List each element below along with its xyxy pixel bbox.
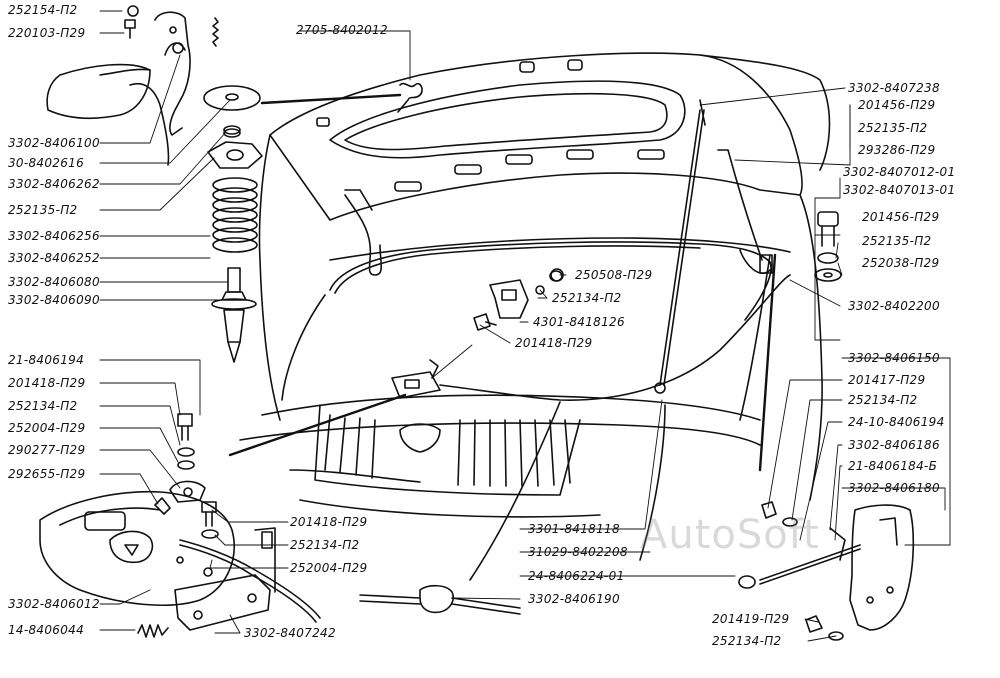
bolt-middle bbox=[473, 313, 497, 331]
part-label: 252134-П2 bbox=[552, 291, 622, 305]
lock-spring bbox=[212, 177, 258, 253]
nut-hex-large bbox=[207, 141, 263, 169]
nut-middle-right bbox=[549, 270, 563, 282]
bolt-right-lower-b bbox=[805, 615, 844, 641]
hood-prop-rod bbox=[654, 99, 706, 394]
part-label: 252004-П29 bbox=[8, 421, 86, 435]
part-label: 293286-П29 bbox=[858, 143, 936, 157]
small-spring-top bbox=[212, 17, 219, 47]
hood-spring bbox=[397, 82, 423, 113]
part-label: 3302-8407238 bbox=[848, 81, 940, 95]
part-label: 201418-П29 bbox=[515, 336, 593, 350]
part-label: 252038-П29 bbox=[862, 256, 940, 270]
part-label: 3302-8407242 bbox=[244, 626, 336, 640]
part-label: 3302-8406256 bbox=[8, 229, 100, 243]
part-label: 30-8402616 bbox=[8, 156, 85, 170]
part-label: 3302-8406090 bbox=[8, 293, 100, 307]
hood-hinge-right bbox=[717, 149, 773, 274]
part-label: 252135-П2 bbox=[8, 203, 78, 217]
part-label: 3302-8406150 bbox=[848, 351, 940, 365]
part-label: 21-8406184-Б bbox=[848, 459, 938, 473]
small-clip-lower bbox=[154, 497, 171, 515]
part-label: 292655-П29 bbox=[8, 467, 86, 481]
release-cable bbox=[439, 274, 791, 581]
part-label: 3302-8406080 bbox=[8, 275, 100, 289]
part-label: 252154-П2 bbox=[8, 3, 78, 17]
part-label: 21-8406194 bbox=[8, 353, 85, 367]
cable-bracket-middle bbox=[391, 359, 441, 399]
part-label: 2705-8402012 bbox=[296, 23, 388, 37]
part-label: 3302-8406262 bbox=[8, 177, 100, 191]
part-label: 250508-П29 bbox=[575, 268, 653, 282]
car-body-outline bbox=[239, 52, 831, 518]
part-label: 3302-8406012 bbox=[8, 597, 100, 611]
nut-small bbox=[223, 125, 241, 138]
part-label: 3302-8407012-01 bbox=[843, 165, 956, 179]
lock-pin bbox=[211, 267, 257, 363]
cable-end-detail bbox=[359, 584, 521, 615]
bolt-right-upper bbox=[814, 211, 842, 282]
part-label: 3302-8406100 bbox=[8, 136, 100, 150]
part-label: 201456-П29 bbox=[858, 98, 936, 112]
leader-lines bbox=[99, 10, 951, 642]
lock-spring-lower bbox=[137, 624, 169, 638]
lock-cable-lower bbox=[179, 539, 321, 623]
part-label: 24-10-8406194 bbox=[848, 415, 945, 429]
cable-clamp-lower bbox=[169, 480, 206, 503]
part-label: 3302-8406186 bbox=[848, 438, 940, 452]
part-label: 252004-П29 bbox=[290, 561, 368, 575]
bolt-small-top-left bbox=[124, 5, 139, 39]
part-label: 201456-П29 bbox=[862, 210, 940, 224]
part-label: 252134-П2 bbox=[8, 399, 78, 413]
part-label: 3302-8406190 bbox=[528, 592, 620, 606]
hood-seal bbox=[329, 241, 772, 321]
part-label: 252135-П2 bbox=[862, 234, 932, 248]
watermark: AutoSoft bbox=[640, 512, 820, 558]
part-label: 3301-8418118 bbox=[528, 522, 620, 536]
washer-large bbox=[203, 85, 261, 111]
part-label: 4301-8418126 bbox=[533, 315, 625, 329]
part-label: 3302-8402200 bbox=[848, 299, 940, 313]
part-label: 252135-П2 bbox=[858, 121, 928, 135]
part-label: 220103-П29 bbox=[8, 26, 86, 40]
part-label: 14-8406044 bbox=[8, 623, 85, 637]
lock-plate bbox=[39, 490, 235, 606]
part-label: 3302-8406252 bbox=[8, 251, 100, 265]
part-label: 252134-П2 bbox=[712, 634, 782, 648]
bolt-lower-mid bbox=[201, 501, 219, 539]
release-lever-bracket bbox=[849, 504, 915, 631]
part-label: 24-8406224-01 bbox=[528, 569, 625, 583]
hood-lock-bracket bbox=[46, 11, 191, 166]
lock-bracket-lower bbox=[174, 527, 276, 631]
part-label: 252134-П2 bbox=[848, 393, 918, 407]
part-label: 201418-П29 bbox=[290, 515, 368, 529]
release-lever-rod bbox=[738, 527, 861, 589]
part-label: 201417-П29 bbox=[848, 373, 926, 387]
part-label: 3302-8406180 bbox=[848, 481, 940, 495]
part-label: 252134-П2 bbox=[290, 538, 360, 552]
part-label: 201419-П29 bbox=[712, 612, 790, 626]
part-label: 290277-П29 bbox=[8, 443, 86, 457]
hood-hinge-left bbox=[344, 189, 383, 276]
part-label: 31029-8402208 bbox=[528, 545, 628, 559]
part-label: 3302-8407013-01 bbox=[843, 183, 956, 197]
part-label: 201418-П29 bbox=[8, 376, 86, 390]
bolt-lower-left bbox=[177, 413, 195, 470]
